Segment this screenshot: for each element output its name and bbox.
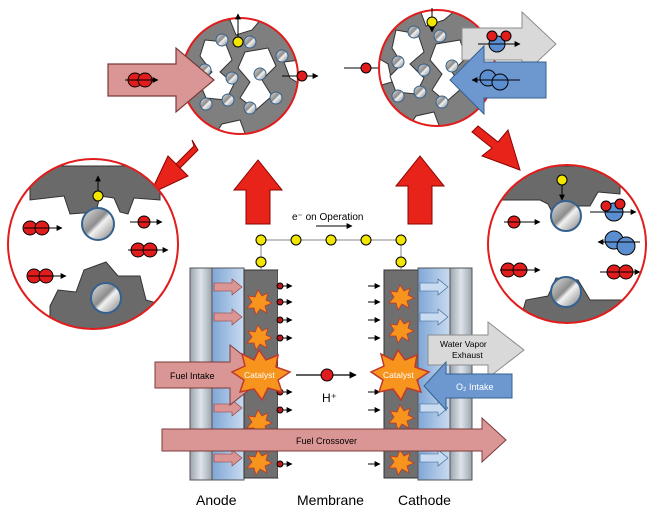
anode-pore-zoom — [7, 158, 179, 330]
fuel-crossover-label: Fuel Crossover — [296, 436, 357, 446]
fuel-crossover-arrow — [161, 416, 507, 464]
fuel-cell-stack — [154, 223, 525, 481]
cathode-pore-zoom — [487, 164, 647, 324]
catalyst-burst-left — [230, 348, 292, 402]
water-vapor-label-line1: Water Vapor — [440, 339, 487, 349]
cathode-label: Cathode — [398, 492, 451, 508]
zoom-arrow-up-right — [394, 155, 446, 225]
water-vapor-exhaust-arrow — [427, 320, 525, 380]
anode-flow-arrows — [213, 278, 243, 467]
catalyst-burst-right — [369, 348, 431, 402]
zoom-arrow-diag-right — [471, 125, 521, 171]
catalyst-label-right: Catalyst — [383, 370, 414, 380]
o2-intake-arrow — [423, 360, 513, 412]
membrane-label: Membrane — [297, 492, 364, 508]
zoom-arrow-up-left — [232, 159, 284, 225]
catalyst-label-left: Catalyst — [244, 370, 275, 380]
fuel-inlet-arrow-top — [107, 46, 215, 114]
electron-circuit — [255, 223, 407, 270]
anode-label: Anode — [196, 492, 237, 508]
proton-arrow — [296, 368, 357, 382]
fuel-intake-label: Fuel Intake — [170, 371, 215, 381]
zoom-arrows — [148, 125, 521, 225]
cathode-catalyst-sites — [388, 284, 415, 476]
cathode-flow-arrows — [419, 278, 449, 467]
water-vapor-label-line2: Exhaust — [452, 350, 483, 360]
electron-flow-label: e⁻ on Operation — [292, 212, 363, 223]
o2-intake-label: O₂ Intake — [456, 382, 494, 392]
top-right-flow-arrows — [449, 10, 557, 116]
cathode-proton-arrows — [368, 283, 381, 467]
proton-label: H⁺ — [322, 391, 337, 405]
zoom-arrow-diag-left — [148, 139, 199, 196]
anode-proton-arrows — [276, 282, 293, 468]
